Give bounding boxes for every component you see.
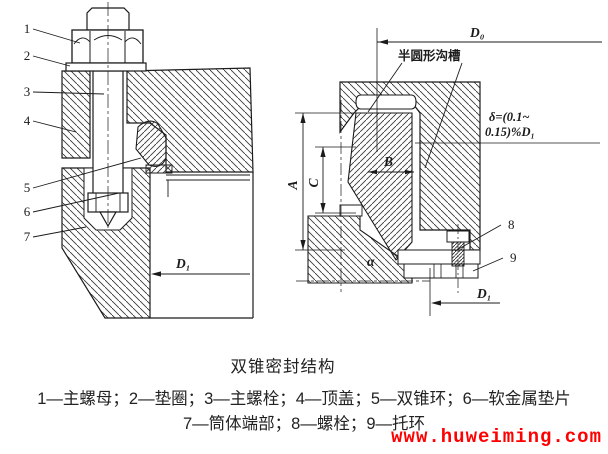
right-figure: D₀ 半圆形沟槽 δ=(0.1~ 0.15)%D₁ A C B α 8 9 xyxy=(285,25,602,316)
parts-caption-line2: 7—筒体端部；8—螺栓；9—托环 xyxy=(182,415,426,433)
dim-b-label: B xyxy=(383,154,393,169)
soft-metal-gasket xyxy=(145,164,173,174)
technical-drawing: D₁ 1 2 3 4 5 6 7 xyxy=(24,2,602,319)
nut-outline xyxy=(71,29,144,64)
step-notch xyxy=(339,204,363,217)
callout-9-leader xyxy=(472,257,504,272)
delta-formula-line2: 0.15)%D₁ xyxy=(485,125,535,139)
dim-a-arrow-top xyxy=(300,113,306,123)
support-ring-upper xyxy=(397,249,481,265)
dim-b-arrow-right xyxy=(405,169,414,175)
washer xyxy=(65,62,147,72)
callout-4-label: 4 xyxy=(24,113,31,128)
callout-3-label: 3 xyxy=(24,84,31,99)
callout-8-leader xyxy=(454,224,502,252)
callout-6-leader xyxy=(32,192,120,213)
dim-d1-arrow-right-fig xyxy=(431,300,441,306)
dim-d0-label: D₀ xyxy=(469,25,485,40)
figure-title: 双锥密封结构 xyxy=(230,358,336,376)
dim-d1-arrow-left xyxy=(151,271,161,277)
callout-8-label: 8 xyxy=(508,217,515,232)
cover-wall-block xyxy=(339,81,481,251)
callout-5-label: 5 xyxy=(24,180,31,195)
dim-c-extensions xyxy=(315,146,356,214)
callout-9-label: 9 xyxy=(510,250,517,265)
seal-lip-lines xyxy=(166,174,250,197)
left-figure: D₁ 1 2 3 4 5 6 7 xyxy=(24,2,254,319)
dim-a-arrow-bottom xyxy=(300,240,306,250)
callout-1-label: 1 xyxy=(24,21,31,36)
nut-facet-lines xyxy=(89,31,126,63)
dim-a-extensions xyxy=(295,112,360,251)
callout-5-leader xyxy=(32,157,142,189)
callout-2-label: 2 xyxy=(24,48,31,63)
dim-a-label: A xyxy=(285,180,300,190)
callout-1-leader xyxy=(32,28,81,44)
callout-3-leader xyxy=(32,91,105,95)
callout-2-leader xyxy=(32,55,71,67)
dim-c-label: C xyxy=(306,178,321,188)
callout-7-label: 7 xyxy=(24,229,31,244)
dim-d0-arrow xyxy=(378,39,388,45)
watermark-url: www.huweiming.com xyxy=(391,426,602,448)
dim-b-arrow-left xyxy=(368,169,377,175)
top-cover-left-section xyxy=(61,70,91,159)
parts-caption-line1: 1—主螺母；2—垫圈；3—主螺栓；4—顶盖；5—双锥环；6—软金属垫片 xyxy=(37,390,571,408)
delta-formula-line1: δ=(0.1~ xyxy=(489,110,529,124)
dim-c-arrow-top xyxy=(320,147,326,157)
bolt-end-facets xyxy=(95,193,121,212)
dim-d1-label-left: D₁ xyxy=(175,256,190,271)
callout-4-leader xyxy=(32,120,77,133)
groove-leader-2 xyxy=(424,62,463,169)
groove-leader-1 xyxy=(367,62,403,113)
dim-d1-label-right: D₁ xyxy=(476,286,491,301)
angle-alpha-label: α xyxy=(367,254,375,269)
dim-c-arrow-bottom xyxy=(320,203,326,213)
left-callout-leaders xyxy=(32,28,142,238)
vessel-inner-wall xyxy=(150,172,254,319)
support-ring-ticks xyxy=(433,264,464,278)
callout-6-label: 6 xyxy=(24,204,31,219)
callout-7-leader xyxy=(32,226,87,238)
left-callout-numbers: 1 2 3 4 5 6 7 xyxy=(24,21,31,244)
groove-cap xyxy=(355,94,417,110)
groove-label: 半圆形沟槽 xyxy=(398,48,461,63)
